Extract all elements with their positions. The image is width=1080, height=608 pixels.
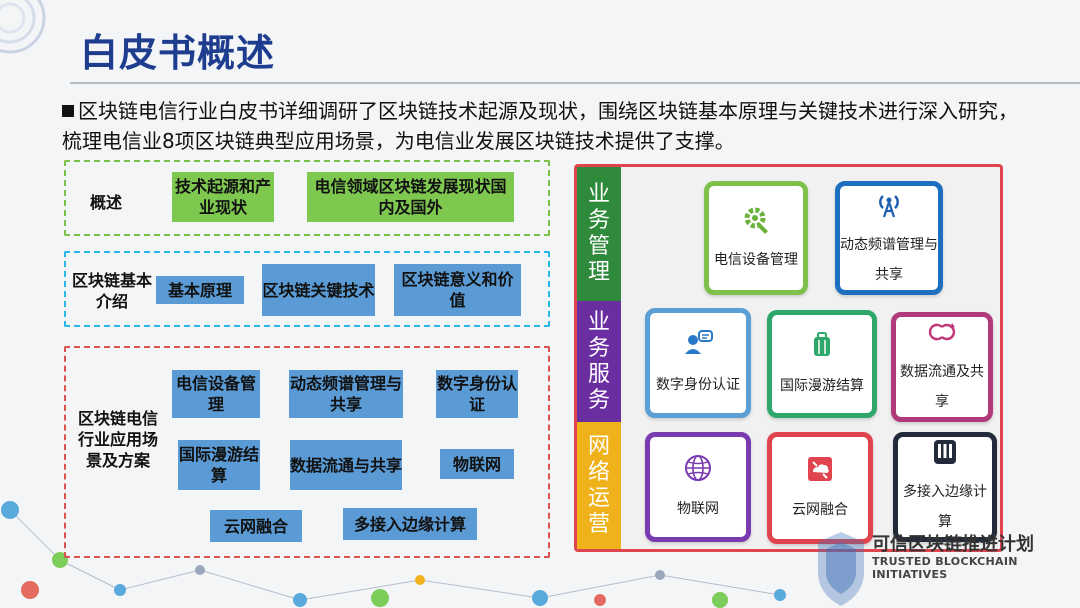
refresh-icon — [925, 317, 959, 347]
card-label: 云网融合 — [792, 502, 848, 518]
basics-label: 区块链基本介绍 — [72, 271, 153, 311]
gear-wrench-icon — [739, 202, 773, 236]
tag-tech-origin: 技术起源和产业现状 — [172, 172, 274, 222]
card-iot[interactable]: 物联网 — [645, 432, 751, 542]
card-label: 电信设备管理 — [714, 252, 798, 268]
antenna-icon — [872, 186, 906, 220]
brand-name-cn: 可信区块链推进计划 — [872, 534, 1034, 555]
category-label: 网络运营 — [588, 433, 611, 537]
card-label: 物联网 — [677, 501, 719, 517]
tag-key-technology: 区块链关键技术 — [262, 264, 375, 316]
decor-bottom-network-icon — [1, 501, 786, 608]
tag-roaming: 国际漫游结算 — [178, 440, 260, 490]
card-edge-computing[interactable]: 多接入边缘计算 — [893, 432, 997, 542]
user-chat-icon — [681, 327, 715, 361]
tag-edge-computing: 多接入边缘计算 — [343, 508, 477, 540]
tag-basic-principles: 基本原理 — [156, 276, 244, 304]
tag-spectrum: 动态频谱管理与共享 — [289, 370, 403, 418]
overview-label: 概述 — [89, 193, 122, 212]
brand-name-en: TRUSTED BLOCKCHAIN INITIATIVES — [872, 555, 1018, 581]
intro-paragraph: 区块链电信行业白皮书详细调研了区块链技术起源及现状，围绕区块链基本原理与关键技术… — [62, 96, 1022, 156]
decor-top-left-icon — [0, 0, 46, 54]
intro-text: 区块链电信行业白皮书详细调研了区块链技术起源及现状，围绕区块链基本原理与关键技术… — [62, 99, 1018, 153]
tag-iot: 物联网 — [440, 449, 514, 479]
bullet-square-icon — [62, 105, 74, 117]
tag-device-mgmt: 电信设备管理 — [172, 370, 260, 418]
basics-section — [64, 251, 550, 327]
tag-telecom-status: 电信领域区块链发展现状国内及国外 — [307, 172, 514, 222]
card-label: 动态频谱管理与共享 — [840, 237, 938, 283]
card-device-mgmt[interactable]: 电信设备管理 — [704, 181, 808, 295]
card-digital-id[interactable]: 数字身份认证 — [645, 308, 751, 418]
category-label: 业务服务 — [588, 309, 611, 413]
card-label: 国际漫游结算 — [780, 378, 864, 394]
card-roaming[interactable]: 国际漫游结算 — [767, 310, 877, 418]
server-icon — [928, 437, 962, 467]
category-business-service: 业务服务 — [577, 301, 621, 422]
card-label: 数据流通及共享 — [900, 364, 984, 410]
tag-significance: 区块链意义和价值 — [394, 264, 521, 316]
category-business-mgmt: 业务管理 — [577, 167, 621, 301]
tag-digital-id: 数字身份认证 — [436, 370, 518, 418]
card-cloud-network[interactable]: 云网融合 — [767, 432, 873, 544]
shield-logo-icon — [818, 532, 864, 606]
category-network-ops: 网络运营 — [577, 422, 621, 549]
card-spectrum[interactable]: 动态频谱管理与共享 — [835, 181, 943, 295]
cloud-network-icon — [803, 452, 837, 486]
card-label: 数字身份认证 — [656, 377, 740, 393]
tag-data-sharing: 数据流通与共享 — [290, 440, 402, 490]
overview-section — [64, 160, 550, 236]
title-divider — [70, 82, 1080, 84]
category-label: 业务管理 — [588, 182, 611, 285]
tag-cloud-network: 云网融合 — [210, 510, 302, 542]
card-data-sharing[interactable]: 数据流通及共享 — [891, 312, 993, 422]
card-label: 多接入边缘计算 — [903, 484, 987, 530]
page-title: 白皮书概述 — [80, 31, 276, 75]
globe-icon — [681, 451, 715, 485]
scenarios-section — [64, 346, 550, 558]
scenarios-label: 区块链电信行业应用场景及方案 — [78, 409, 159, 470]
luggage-icon — [805, 328, 839, 362]
